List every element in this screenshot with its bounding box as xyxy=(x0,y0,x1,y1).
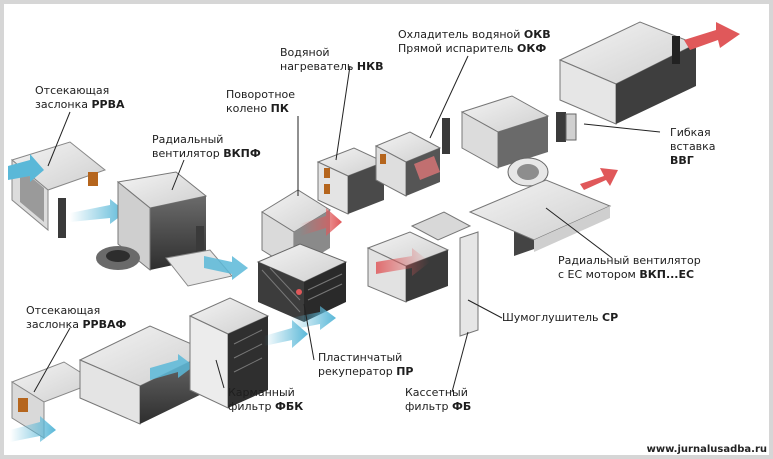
filter-fbk xyxy=(188,297,270,409)
label-nkv-line1: Водяной xyxy=(280,46,330,59)
filter-fb xyxy=(459,231,479,337)
watermark-text: www.jurnalusadba.ru xyxy=(646,444,767,455)
flange-3 xyxy=(442,118,450,154)
label-filter-fbk: Карманный фильтр ФБК xyxy=(228,386,303,414)
label-vvg-line1: Гибкая xyxy=(670,126,711,139)
label-vkpf-line2: вентилятор xyxy=(152,147,220,160)
air-arrow-in-rrva xyxy=(8,154,44,182)
label-fb-line1: Кассетный xyxy=(405,386,468,399)
air-flow-sp xyxy=(376,248,430,276)
cooler-okv xyxy=(374,131,442,197)
label-rrvaf-line1: Отсекающая xyxy=(26,304,101,317)
label-rrvaf-code: РРВАФ xyxy=(82,318,127,331)
label-rrva-line1: Отсекающая xyxy=(35,84,110,97)
label-rrva-line2: заслонка xyxy=(35,98,88,111)
flange-1 xyxy=(58,198,66,238)
label-fan-vkp-ec: Радиальный вентилятор с ЕС мотором ВКП..… xyxy=(558,254,701,282)
air-arrow-in-rrvaf xyxy=(10,416,56,442)
label-damper-rrvaf: Отсекающая заслонка РРВАФ xyxy=(26,304,126,332)
air-flow-pk xyxy=(300,208,342,236)
heater-nkv xyxy=(316,147,386,215)
label-sp-code: СР xyxy=(602,311,619,324)
flexible-insert-vvg xyxy=(556,112,566,142)
label-vkpec-line1: Радиальный вентилятор xyxy=(558,254,701,267)
label-vkpec-code: ВКП...ЕС xyxy=(639,268,695,281)
label-filter-fb: Кассетный фильтр ФБ xyxy=(405,386,471,414)
label-pk-line2: колено xyxy=(226,102,268,115)
label-damper-rrva: Отсекающая заслонка РРВА xyxy=(35,84,125,112)
label-vvg-line2: вставка xyxy=(670,140,716,153)
label-fbk-line1: Карманный xyxy=(228,386,295,399)
label-okv-line1: Охладитель водяной xyxy=(398,28,521,41)
label-vkpec-line2: с ЕС мотором xyxy=(558,268,636,281)
label-silencer-sp: Шумоглушитель СР xyxy=(502,311,618,325)
label-fan-vkpf: Радиальный вентилятор ВКПФ xyxy=(152,133,261,161)
label-elbow-pk: Поворотное колено ПК xyxy=(226,88,295,116)
label-rrva-code: РРВА xyxy=(91,98,125,111)
label-fb-line2: фильтр xyxy=(405,400,449,413)
label-okf-code: ОКФ xyxy=(517,42,547,55)
label-pr-line2: рекуператор xyxy=(318,365,393,378)
recuperator-pr xyxy=(256,243,348,322)
leader-lines xyxy=(33,55,661,393)
air-flow-rrva-vkpf xyxy=(70,199,126,224)
flexible-insert-vvg-body xyxy=(565,113,577,141)
label-nkv-line2: нагреватель xyxy=(280,60,354,73)
label-rrvaf-line2: заслонка xyxy=(26,318,79,331)
label-vkpf-code: ВКПФ xyxy=(223,147,261,160)
air-flow-pr xyxy=(290,306,336,330)
label-vkpf-line1: Радиальный xyxy=(152,133,224,146)
label-recuperator-pr: Пластинчатый рекуператор ПР xyxy=(318,351,414,379)
label-vvg-code: ВВГ xyxy=(670,154,694,167)
label-cooler-okv-okf: Охладитель водяной ОКВ Прямой испаритель… xyxy=(398,28,551,56)
label-nkv-code: НКВ xyxy=(356,60,384,73)
cassette-holder xyxy=(410,211,472,241)
label-flex-vvg: Гибкая вставка ВВГ xyxy=(670,126,716,168)
air-arrow-in-right xyxy=(580,168,618,190)
silencer-outlet-box xyxy=(558,21,698,125)
label-pk-line1: Поворотное xyxy=(226,88,296,101)
label-fb-code: ФБ xyxy=(451,400,472,413)
label-okv-code: ОКВ xyxy=(523,28,551,41)
air-flow-bottom xyxy=(150,354,194,380)
label-fbk-line2: фильтр xyxy=(228,400,272,413)
label-pk-code: ПК xyxy=(270,102,289,115)
air-arrow-out-top xyxy=(684,22,740,50)
label-sp-line1: Шумоглушитель xyxy=(502,311,599,324)
label-fbk-code: ФБК xyxy=(274,400,304,413)
label-pr-code: ПР xyxy=(396,365,414,378)
air-flow-fbk xyxy=(264,320,308,348)
label-heater-nkv: Водяной нагреватель НКВ xyxy=(280,46,383,74)
label-pr-line1: Пластинчатый xyxy=(318,351,403,364)
flange-2 xyxy=(196,226,204,266)
exhaust-box xyxy=(468,179,612,252)
label-okf-line1: Прямой испаритель xyxy=(398,42,514,55)
fan-vkpf xyxy=(96,171,208,272)
air-flow-vkpf xyxy=(204,256,248,280)
